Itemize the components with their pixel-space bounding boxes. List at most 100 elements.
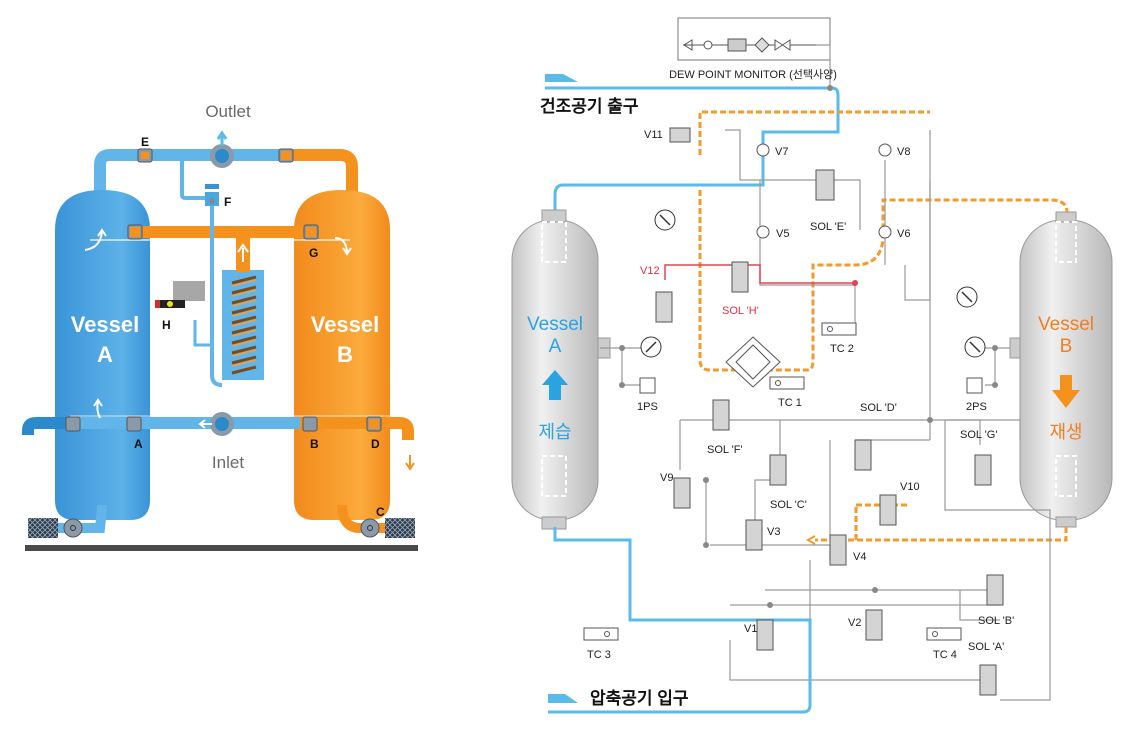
label-g: G <box>309 246 318 260</box>
vessel-a-label: Vessel <box>527 314 583 335</box>
left-diagram: Outlet Inlet Vessel A Vessel B A B C D E… <box>22 102 418 551</box>
label-v1: V1 <box>744 623 757 635</box>
up-arrow-icon <box>542 370 568 400</box>
silencer-h <box>173 281 205 301</box>
label-sol-d: SOL 'D' <box>860 402 897 414</box>
sol-d[interactable] <box>854 439 872 471</box>
pressure-gauge-icon <box>964 336 986 358</box>
outlet-arrow-icon <box>545 74 578 82</box>
vessel-b <box>1019 219 1113 521</box>
sol-b[interactable] <box>986 574 1004 606</box>
valve-top-right[interactable] <box>278 148 294 163</box>
outlet-label: Outlet <box>205 102 251 121</box>
vessel-b-title: Vessel <box>311 312 380 337</box>
check-valve-v5 <box>756 225 770 239</box>
dew-point-monitor[interactable] <box>677 17 831 61</box>
sol-g[interactable] <box>974 454 992 486</box>
label-2ps: 2PS <box>966 401 987 413</box>
pipe-top-right <box>220 149 358 230</box>
inlet-arrow-icon <box>548 694 578 703</box>
valve-d[interactable] <box>366 416 382 432</box>
valve-g[interactable] <box>303 224 319 240</box>
vessel-a-body <box>55 190 150 520</box>
label-sol-a: SOL 'A' <box>968 641 1004 653</box>
pressure-switch-2ps <box>966 377 983 394</box>
label-v6: V6 <box>897 228 910 240</box>
valve-e[interactable] <box>137 148 153 163</box>
label-tc4: TC 4 <box>933 649 957 661</box>
label-v3: V3 <box>767 526 780 538</box>
solenoid-valves[interactable] <box>655 127 1004 696</box>
vessel-a-title: Vessel <box>71 312 140 337</box>
regen-line <box>698 190 1069 372</box>
valve-v11[interactable] <box>669 127 691 143</box>
inlet-line <box>548 527 812 714</box>
label-v8: V8 <box>897 146 910 158</box>
vessel-b-body <box>294 190 390 520</box>
tc3-sensor <box>583 627 619 641</box>
pressure-switch-1ps <box>639 377 656 394</box>
label-sol-g: SOL 'G' <box>960 429 997 441</box>
heat-exchanger <box>725 336 781 388</box>
check-valve-v7 <box>756 143 770 157</box>
valve-v12[interactable] <box>655 291 673 323</box>
label-sol-c: SOL 'C' <box>770 499 807 511</box>
valve-v2[interactable] <box>865 609 883 641</box>
label-f: F <box>224 195 231 209</box>
sol-f[interactable] <box>712 399 730 431</box>
label-sol-f: SOL 'F' <box>707 444 743 456</box>
label-v2: V2 <box>848 617 861 629</box>
base-rail <box>25 545 418 551</box>
valve-v9[interactable] <box>673 477 691 509</box>
pressure-gauge-icon <box>956 286 978 308</box>
label-e: E <box>141 135 149 149</box>
label-b: B <box>310 437 319 451</box>
valve-a-left[interactable] <box>65 416 81 432</box>
pipe-top-left <box>94 149 220 230</box>
vessel-b-letter-r: B <box>1060 336 1073 357</box>
check-valve-v8 <box>878 143 892 157</box>
label-v4: V4 <box>853 551 866 563</box>
sol-c[interactable] <box>769 454 787 486</box>
label-1ps: 1PS <box>637 401 658 413</box>
dew-point-monitor-label: DEW POINT MONITOR (선택사양) <box>669 68 837 81</box>
label-tc3: TC 3 <box>587 649 611 661</box>
label-tc1: TC 1 <box>778 397 802 409</box>
valve-header-left[interactable] <box>127 224 143 240</box>
tc2-sensor <box>821 322 857 336</box>
vessel-a-letter-r: A <box>549 336 562 357</box>
pressure-gauge-icon <box>654 209 676 231</box>
pipe-bottom-left <box>22 417 220 435</box>
label-v11: V11 <box>644 129 663 141</box>
vessel-a-state: 제습 <box>538 422 571 442</box>
dry-air-outlet-line <box>545 86 840 210</box>
label-v12: V12 <box>640 265 660 277</box>
valve-v10[interactable] <box>879 494 897 526</box>
label-sol-b: SOL 'B' <box>978 615 1014 627</box>
vessel-b-label: Vessel <box>1038 314 1094 335</box>
sol-h[interactable] <box>731 261 749 293</box>
label-v7: V7 <box>775 146 788 158</box>
valve-v4[interactable] <box>829 534 847 566</box>
valve-b[interactable] <box>302 416 318 432</box>
valve-a[interactable] <box>126 416 142 432</box>
vessel-b-state: 재생 <box>1049 422 1082 442</box>
label-sol-h: SOL 'H' <box>722 305 759 317</box>
tc4-sensor <box>926 627 962 641</box>
label-v9: V9 <box>660 472 673 484</box>
label-h: H <box>162 318 171 332</box>
label-v10: V10 <box>900 481 920 493</box>
valve-v1[interactable] <box>756 619 774 651</box>
label-tc2: TC 2 <box>830 343 854 355</box>
pilot-line <box>664 264 855 284</box>
check-valve-v6 <box>878 225 892 239</box>
valve-v3[interactable] <box>745 519 763 551</box>
sol-e[interactable] <box>815 169 835 201</box>
label-d: D <box>371 437 380 451</box>
vessel-a-letter: A <box>97 342 113 367</box>
sol-a[interactable] <box>979 664 997 696</box>
label-v5: V5 <box>776 228 789 240</box>
pressure-gauge-icon <box>640 336 662 358</box>
right-diagram: DEW POINT MONITOR (선택사양) 건조공기 출구 Vessel … <box>511 17 1113 714</box>
